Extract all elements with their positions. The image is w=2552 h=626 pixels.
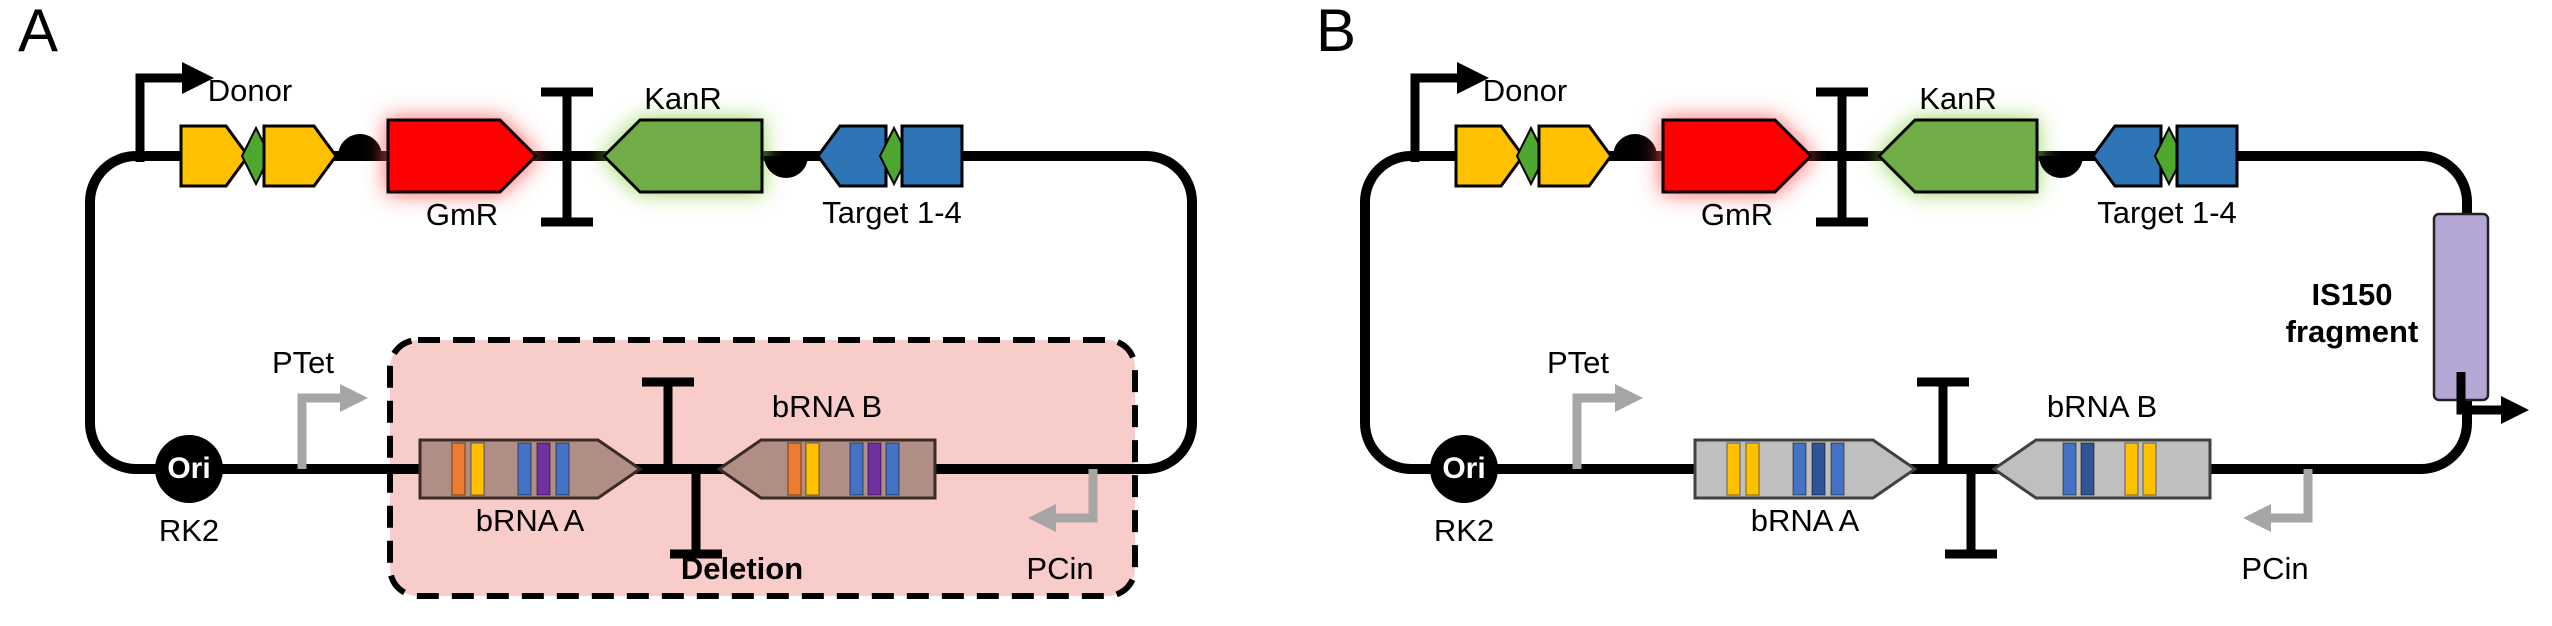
promoter-arrow-icon: [135, 62, 214, 162]
pcin-label: PCin: [2241, 551, 2309, 586]
donor-site-left: [1454, 124, 1525, 188]
gmr-label: GmR: [425, 197, 499, 232]
pcin-label: PCin: [1026, 551, 1094, 586]
terminator-icon: [1816, 87, 1868, 227]
kanr-gene-arrow: [601, 118, 764, 194]
panel-b-letter: B: [1316, 0, 1357, 64]
pcin-promoter-arrow-icon: [1028, 469, 1098, 532]
barcode-stripes: [787, 442, 900, 496]
barcode-stripes: [1726, 442, 1845, 496]
panel-a-letter: A: [18, 0, 59, 64]
donor-site-left: [179, 124, 250, 188]
brna-b-label: bRNA B: [2046, 389, 2158, 424]
target-label: Target 1-4: [822, 195, 962, 230]
target-site-arrow: [2091, 124, 2163, 188]
brna-a-cassette: [1693, 438, 1918, 500]
gmr-label: GmR: [1700, 197, 1774, 232]
terminator-icon: [1917, 377, 1997, 559]
rk2-label: RK2: [158, 513, 220, 548]
target-label: Target 1-4: [2097, 195, 2237, 230]
gmr-gene-arrow: [1661, 118, 1814, 194]
promoter-arrow-icon: [1410, 62, 1489, 162]
ptet-promoter-arrow-icon: [297, 384, 368, 469]
rbs-half-circle-icon: [764, 156, 808, 178]
deletion-label: Deletion: [680, 551, 804, 586]
kanr-gene-arrow: [1876, 118, 2039, 194]
ptet-label: PTet: [271, 345, 335, 380]
panel-b-plasmid: [1360, 62, 2529, 559]
panel-a-plasmid: [85, 62, 1197, 599]
brna-b-label: bRNA B: [771, 389, 883, 424]
donor-site-right: [262, 124, 338, 188]
is150-fragment-label: IS150 fragment: [2285, 277, 2419, 349]
is150-promoter-arrow-icon: [2456, 372, 2529, 424]
ptet-label: PTet: [1546, 345, 1610, 380]
brna-b-cassette: [716, 438, 937, 500]
rk2-label: RK2: [1433, 513, 1495, 548]
brna-b-cassette: [1991, 438, 2212, 500]
terminator-icon: [642, 377, 722, 559]
ori-label: Ori: [167, 452, 211, 485]
barcode-stripes: [2062, 442, 2157, 496]
kanr-label: KanR: [1919, 81, 1997, 116]
brna-a-cassette: [418, 438, 643, 500]
target-site-arrow: [816, 124, 888, 188]
target-site-box: [900, 124, 964, 188]
brna-a-label: bRNA A: [1750, 503, 1860, 538]
donor-label: Donor: [207, 73, 293, 108]
ori-circle-icon: [155, 435, 223, 503]
ori-label: Ori: [1442, 452, 1486, 485]
pcin-promoter-arrow-icon: [2243, 469, 2313, 532]
kanr-label: KanR: [644, 81, 722, 116]
ori-circle-icon: [1430, 435, 1498, 503]
rbs-half-circle-icon: [2039, 156, 2083, 178]
terminator-icon: [541, 87, 593, 227]
ptet-promoter-arrow-icon: [1572, 384, 1643, 469]
gmr-gene-arrow: [386, 118, 539, 194]
rbs-half-circle-icon: [338, 134, 382, 156]
barcode-stripes: [451, 442, 570, 496]
brna-a-label: bRNA A: [475, 503, 585, 538]
target-site-box: [2175, 124, 2239, 188]
donor-site-right: [1537, 124, 1613, 188]
donor-label: Donor: [1482, 73, 1568, 108]
rbs-half-circle-icon: [1613, 134, 1657, 156]
